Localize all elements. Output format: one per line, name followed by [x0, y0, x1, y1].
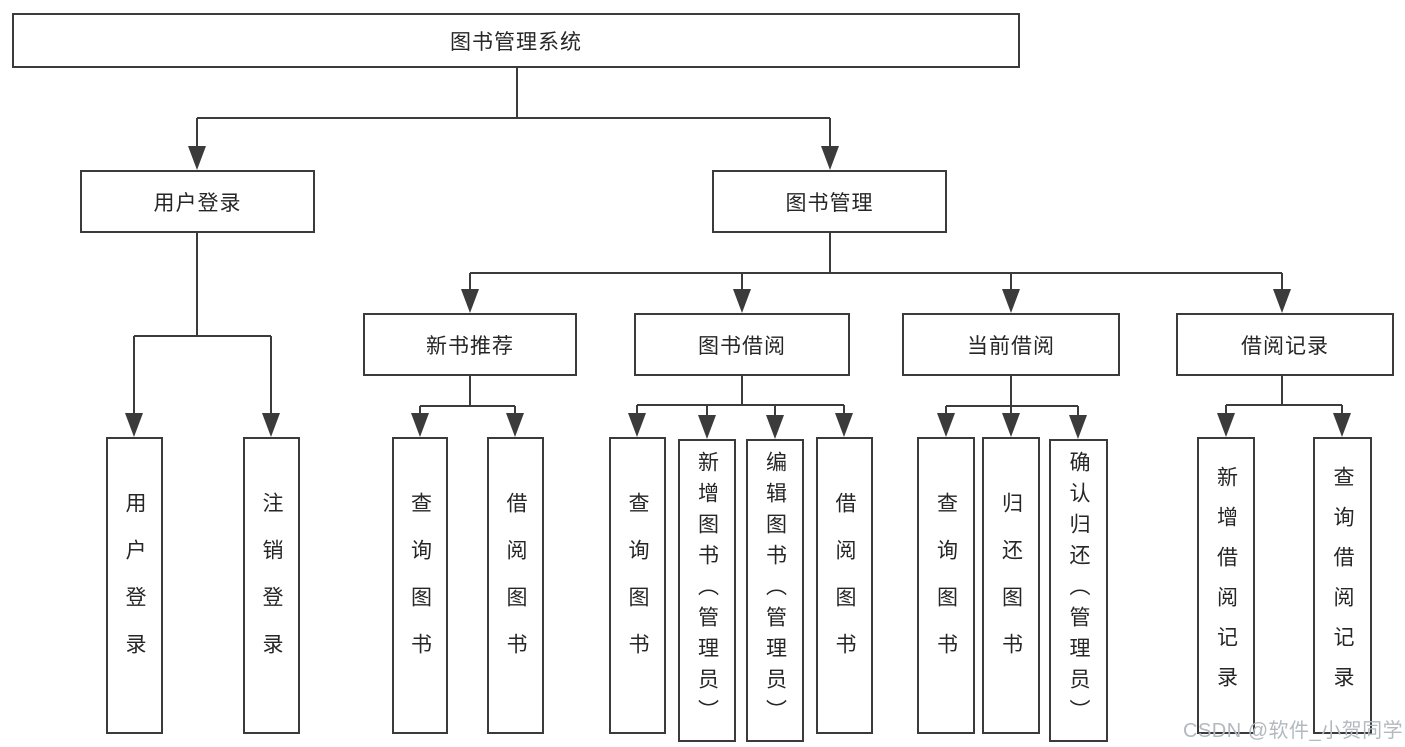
node-user-login-label: 用户登录: [153, 191, 242, 215]
node-book-management-label: 图书管理: [785, 191, 874, 215]
leaf-borrow-query-book-label: 查询图书: [626, 491, 649, 680]
leaf-recommend-borrow-book-label: 借阅图书: [504, 491, 527, 680]
node-book-management: 图书管理: [712, 170, 947, 233]
leaf-borrow-query-book: 查询图书: [609, 437, 666, 734]
leaf-records-query-record: 查询借阅记录: [1313, 437, 1372, 734]
node-new-book-recommend: 新书推荐: [363, 313, 577, 376]
leaf-logout: 注销登录: [243, 437, 300, 734]
leaf-current-query-book: 查询图书: [917, 437, 975, 734]
leaf-borrow-edit-book-admin-label: 编辑图书（管理员）: [763, 451, 787, 730]
leaf-current-confirm-return-admin-label: 确认归还（管理员）: [1067, 451, 1090, 730]
arrowheads: [125, 146, 1351, 439]
tree-edges: [133, 68, 1343, 418]
leaf-borrow-add-book-admin-label: 新增图书（管理员）: [695, 451, 719, 730]
leaf-recommend-query-book-label: 查询图书: [408, 491, 432, 680]
node-book-borrow: 图书借阅: [634, 313, 850, 376]
leaf-current-query-book-label: 查询图书: [934, 491, 958, 680]
node-borrow-records-label: 借阅记录: [1241, 334, 1329, 358]
leaf-borrow-add-book-admin: 新增图书（管理员）: [678, 439, 736, 742]
leaf-logout-label: 注销登录: [260, 491, 283, 680]
leaf-recommend-borrow-book: 借阅图书: [487, 437, 544, 734]
leaf-current-confirm-return-admin: 确认归还（管理员）: [1049, 439, 1108, 742]
node-root-label: 图书管理系统: [450, 30, 582, 54]
leaf-user-login: 用户登录: [106, 437, 163, 734]
node-user-login: 用户登录: [80, 170, 315, 233]
node-new-book-recommend-label: 新书推荐: [426, 334, 514, 358]
leaf-borrow-edit-book-admin: 编辑图书（管理员）: [746, 439, 804, 742]
leaf-current-return-book: 归还图书: [982, 437, 1040, 734]
leaf-records-query-record-label: 查询借阅记录: [1331, 465, 1354, 706]
leaf-records-add-record-label: 新增借阅记录: [1214, 465, 1238, 706]
node-borrow-records: 借阅记录: [1176, 313, 1394, 376]
leaf-user-login-label: 用户登录: [123, 491, 146, 680]
node-book-borrow-label: 图书借阅: [698, 334, 786, 358]
leaf-recommend-query-book: 查询图书: [392, 437, 448, 734]
node-root: 图书管理系统: [12, 13, 1020, 68]
leaf-borrow-borrow-book-label: 借阅图书: [833, 491, 856, 680]
node-current-borrow-label: 当前借阅: [967, 334, 1055, 358]
csdn-watermark: CSDN @软件_小贺同学: [1183, 720, 1404, 742]
leaf-borrow-borrow-book: 借阅图书: [816, 437, 873, 734]
leaf-current-return-book-label: 归还图书: [999, 491, 1023, 680]
leaf-records-add-record: 新增借阅记录: [1197, 437, 1255, 734]
node-current-borrow: 当前借阅: [902, 313, 1120, 376]
